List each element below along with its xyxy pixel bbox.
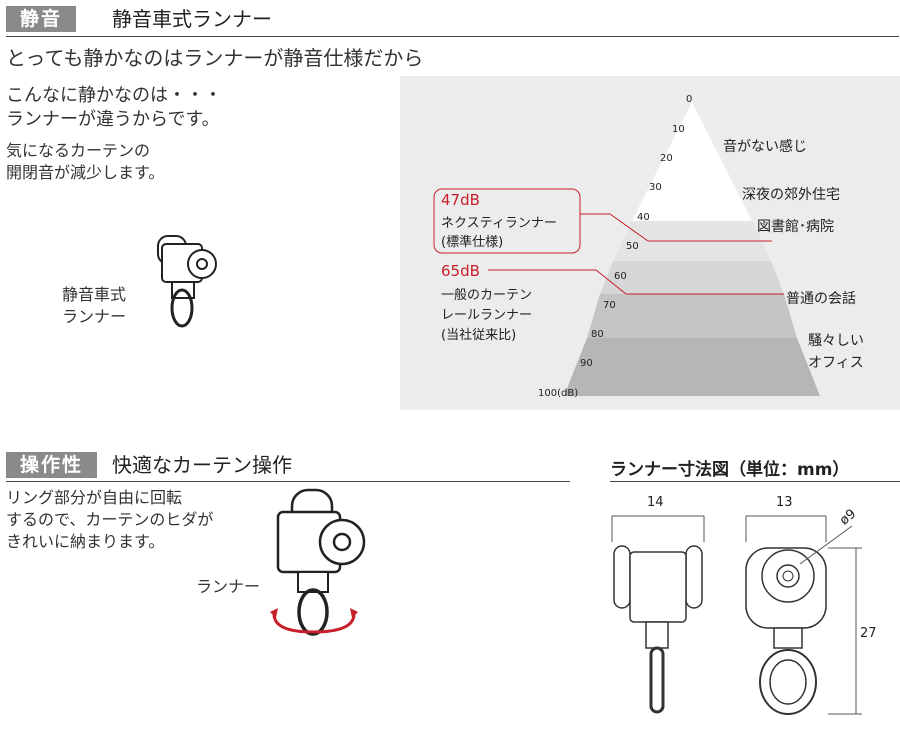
tick-label: 40 (637, 212, 650, 223)
rotating-runner-illustration (270, 488, 366, 636)
level-label: 騒々しい オフィス (808, 333, 864, 371)
description-text: 気になるカーテンの 開閉音が減少します。 (6, 141, 165, 182)
callout-65db-name2: レールランナー (441, 308, 533, 323)
callout-65db-name: 一般のカーテン (441, 288, 533, 303)
callout-65db-note: (当社従来比) (441, 328, 517, 343)
section-tag-quiet: 静音 (6, 6, 77, 32)
operation-text: リング部分が自由に回転 するので、カーテンのヒダが きれいに納まります。 (6, 488, 214, 551)
level-label: 普通の会話 (786, 291, 856, 307)
level-label: 深夜の郊外住宅 (742, 187, 840, 203)
tick-label: 20 (660, 153, 673, 164)
section-title-quiet: 静音車式ランナー (112, 7, 272, 31)
runner-caption: 静音車式 ランナー (62, 285, 127, 326)
dimension-width-side: 13 (776, 495, 793, 510)
tick-label: 0 (686, 94, 693, 105)
pyramid-band-2 (600, 261, 784, 294)
dimension-height: 27 (860, 626, 877, 641)
tick-label: 100(dB) (538, 388, 579, 399)
level-label: 図書館･病院 (757, 219, 834, 235)
pyramid-band-4 (564, 338, 820, 396)
dimension-title: ランナー寸法図（単位：mm） (610, 460, 850, 480)
tick-label: 60 (614, 271, 627, 282)
noise-level-pyramid (433, 102, 820, 396)
tick-label: 80 (591, 329, 604, 340)
callout-47db-name: ネクスティランナー (441, 216, 557, 231)
tick-label: 50 (626, 241, 639, 252)
section-tag-operation: 操作性 (6, 452, 98, 478)
callout-47db-note: (標準仕様) (441, 235, 504, 250)
tick-label: 10 (672, 124, 685, 135)
tick-label: 30 (649, 182, 662, 193)
dimension-drawing (611, 515, 862, 715)
section-rule (6, 481, 570, 482)
section-subtitle: とっても静かなのはランナーが静音仕様だから (6, 46, 424, 70)
callout-47db-value: 47dB (441, 191, 480, 209)
callout-box-47db (433, 188, 581, 254)
lead-text: こんなに静かなのは・・・ ランナーが違うからです。 (6, 85, 222, 130)
callout-65db-value: 65dB (441, 262, 480, 280)
dimension-rule (610, 481, 900, 482)
section-title-operation: 快適なカーテン操作 (112, 453, 292, 477)
tick-label: 70 (603, 300, 616, 311)
dimension-width-front: 14 (647, 495, 664, 510)
quiet-runner-illustration (157, 235, 217, 328)
section-rule (6, 36, 899, 37)
rotation-arrow-icon (272, 613, 356, 634)
level-label: 音がない感じ (723, 139, 807, 155)
tick-label: 90 (580, 358, 593, 369)
pyramid-band-0 (632, 102, 752, 221)
pyramid-band-3 (587, 294, 797, 338)
runner-caption-2: ランナー (196, 577, 261, 596)
